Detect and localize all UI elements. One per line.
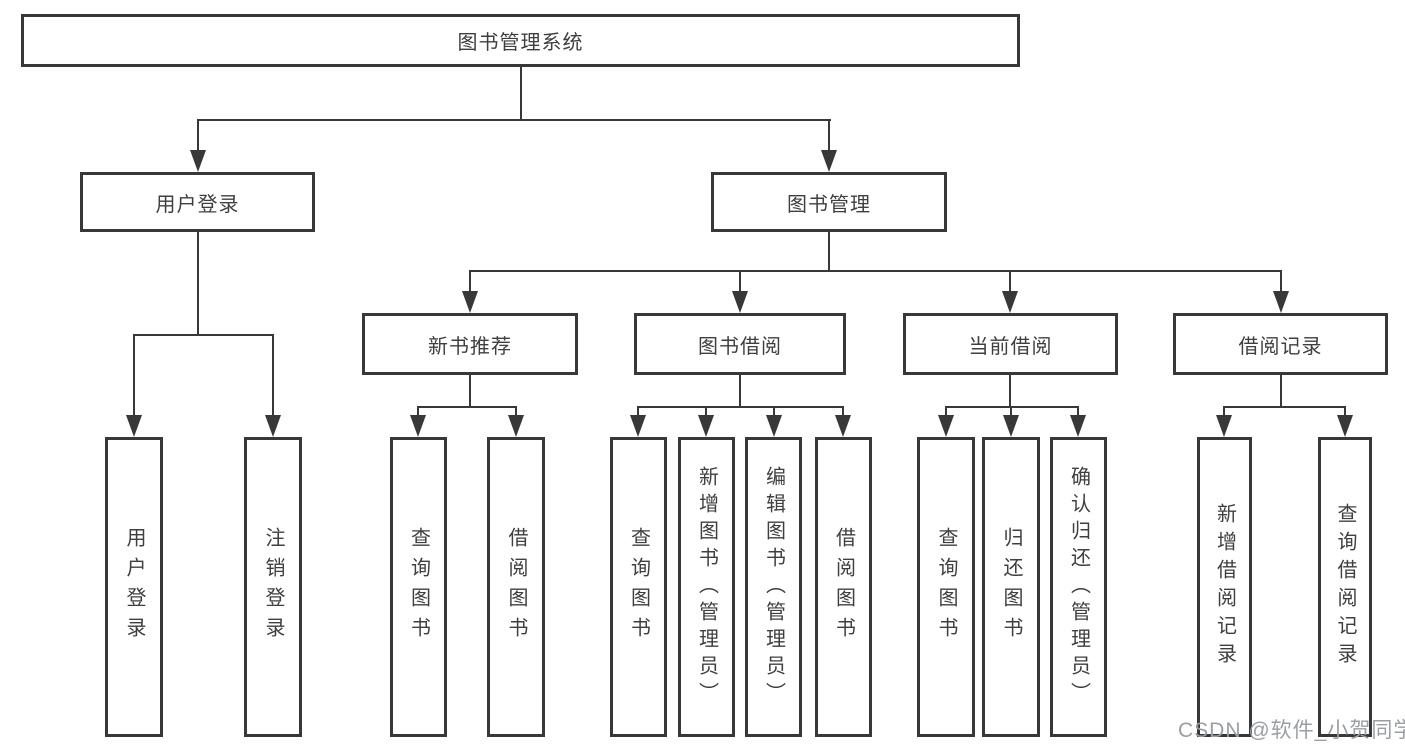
node-leaf-user-login-label: 用户登录 (123, 527, 145, 647)
arrow-down-icon (698, 415, 714, 437)
node-current-borrow: 当前借阅 (903, 313, 1118, 375)
arrow-down-icon (508, 415, 524, 437)
node-leaf-return-book-label: 归还图书 (1000, 527, 1022, 647)
connector-drop (417, 406, 419, 417)
node-leaf-add-book-label: 新增图书（管理员） (695, 465, 718, 709)
node-book-mgmt-label: 图书管理 (787, 193, 871, 216)
csdn-watermark: CSDN @软件_小贺同学 (1178, 719, 1405, 742)
node-leaf-query-book-2-label: 查询图书 (627, 527, 650, 647)
node-new-book-rec: 新书推荐 (362, 313, 578, 375)
node-leaf-logout-label: 注销登录 (262, 527, 284, 647)
node-leaf-borrow-book-2-label: 借阅图书 (832, 527, 855, 647)
node-leaf-edit-book-label: 编辑图书（管理员） (762, 465, 785, 709)
connector-drop-current-borrow (1009, 270, 1011, 292)
node-book-mgmt: 图书管理 (711, 172, 947, 232)
connector-current-borrow-stem (1009, 375, 1011, 408)
node-leaf-edit-book: 编辑图书（管理员） (745, 437, 802, 737)
node-leaf-borrow-book-1-label: 借阅图书 (505, 527, 527, 647)
connector-book-mgmt-stem (828, 232, 830, 272)
arrow-down-icon (938, 415, 954, 437)
connector-drop (515, 406, 517, 417)
connector-drop (945, 406, 947, 417)
arrow-down-icon (410, 415, 426, 437)
node-borrow-records-label: 借阅记录 (1238, 335, 1323, 358)
node-leaf-add-book: 新增图书（管理员） (678, 437, 735, 737)
connector-drop-book-mgmt (828, 119, 830, 152)
connector-drop (1223, 406, 1225, 417)
node-leaf-borrow-book-2: 借阅图书 (815, 437, 872, 737)
connector-drop (1077, 406, 1079, 417)
node-leaf-query-book-3-label: 查询图书 (935, 527, 957, 647)
connector-borrow-records-rail (1223, 406, 1346, 408)
arrow-down-icon (1216, 415, 1232, 437)
arrow-down-icon (462, 291, 478, 313)
node-leaf-add-record-label: 新增借阅记录 (1213, 503, 1236, 671)
connector-drop (1344, 406, 1346, 417)
connector-user-login-rail (133, 334, 274, 336)
node-leaf-logout: 注销登录 (244, 437, 302, 737)
node-leaf-query-record-label: 查询借阅记录 (1334, 503, 1356, 671)
connector-new-book-rec-rail (417, 406, 517, 408)
arrow-down-icon (190, 150, 206, 172)
connector-borrow-records-stem (1280, 375, 1282, 408)
node-leaf-query-book-1-label: 查询图书 (407, 527, 430, 647)
node-leaf-user-login: 用户登录 (105, 437, 163, 737)
connector-root-rail (197, 119, 831, 121)
arrow-down-icon (1273, 291, 1289, 313)
node-root-label: 图书管理系统 (457, 32, 584, 54)
connector-drop (637, 406, 639, 417)
node-leaf-query-book-1: 查询图书 (390, 437, 447, 737)
arrow-down-icon (766, 415, 782, 437)
connector-drop-leaf-user-login (133, 334, 135, 417)
node-user-login: 用户登录 (80, 172, 315, 232)
connector-drop (842, 406, 844, 417)
connector-drop-user-login (197, 119, 199, 152)
connector-drop-new-book-rec (469, 270, 471, 292)
node-leaf-query-book-2: 查询图书 (610, 437, 667, 737)
node-leaf-borrow-book-1: 借阅图书 (487, 437, 545, 737)
arrow-down-icon (630, 415, 646, 437)
connector-current-borrow-rail (945, 406, 1079, 408)
node-current-borrow-label: 当前借阅 (968, 335, 1053, 358)
node-root: 图书管理系统 (21, 14, 1020, 67)
connector-book-mgmt-rail (469, 270, 1282, 272)
arrow-down-icon (821, 150, 837, 172)
arrow-down-icon (1070, 415, 1086, 437)
connector-root-stem (520, 67, 522, 120)
connector-drop-borrow-records (1280, 270, 1282, 292)
arrow-down-icon (1337, 415, 1353, 437)
connector-new-book-rec-stem (469, 375, 471, 408)
node-leaf-query-record: 查询借阅记录 (1318, 437, 1372, 737)
arrow-down-icon (1002, 291, 1018, 313)
connector-drop-leaf-logout (272, 334, 274, 417)
node-leaf-query-book-3: 查询图书 (917, 437, 975, 737)
node-leaf-add-record: 新增借阅记录 (1197, 437, 1252, 737)
node-leaf-confirm-return: 确认归还（管理员） (1050, 437, 1107, 737)
connector-book-borrow-rail (637, 406, 844, 408)
connector-drop (705, 406, 707, 417)
node-leaf-confirm-return-label: 确认归还（管理员） (1067, 465, 1090, 709)
node-book-borrow: 图书借阅 (634, 313, 846, 375)
arrow-down-icon (835, 415, 851, 437)
connector-book-borrow-stem (739, 375, 741, 408)
node-user-login-label: 用户登录 (155, 193, 240, 216)
node-new-book-rec-label: 新书推荐 (428, 335, 512, 358)
arrow-down-icon (126, 415, 142, 437)
node-book-borrow-label: 图书借阅 (698, 335, 782, 358)
arrow-down-icon (1003, 415, 1019, 437)
node-borrow-records: 借阅记录 (1173, 313, 1388, 375)
connector-drop-book-borrow (739, 270, 741, 292)
connector-user-login-stem (197, 232, 199, 336)
arrow-down-icon (265, 415, 281, 437)
node-leaf-return-book: 归还图书 (982, 437, 1040, 737)
connector-drop (773, 406, 775, 417)
connector-drop (1010, 406, 1012, 417)
arrow-down-icon (732, 291, 748, 313)
